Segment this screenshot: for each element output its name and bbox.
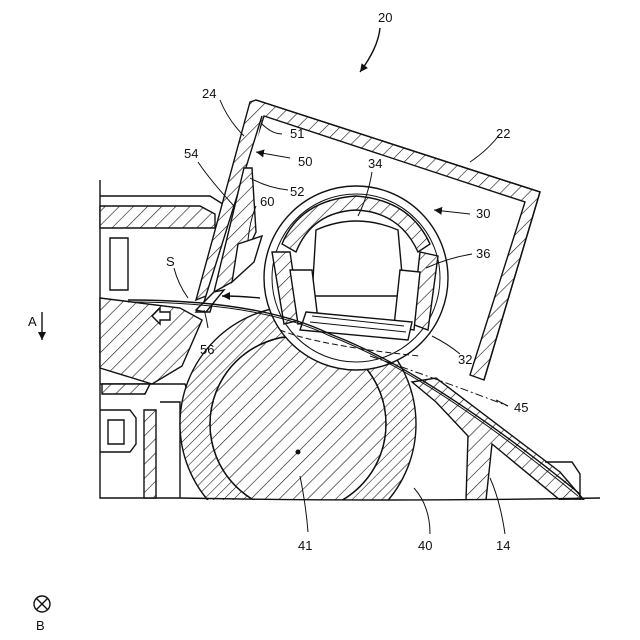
label-36: 36 [476, 246, 490, 261]
feed-arrow [222, 296, 260, 298]
label-14: 14 [496, 538, 510, 553]
label-24: 24 [202, 86, 216, 101]
label-20: 20 [378, 10, 392, 25]
label-30: 30 [476, 206, 490, 221]
label-51: 51 [290, 126, 304, 141]
label-20-arrow [360, 28, 380, 72]
block-34 [312, 221, 404, 296]
label-a: A [28, 314, 37, 329]
direction-b-symbol [34, 596, 50, 612]
platen-center-dot [296, 450, 301, 455]
label-22: 22 [496, 126, 510, 141]
label-56: 56 [200, 342, 214, 357]
guide-14 [412, 378, 584, 500]
label-45: 45 [514, 400, 528, 415]
frame-post [144, 410, 156, 498]
guide-14-body [412, 378, 584, 500]
label-60: 60 [260, 194, 274, 209]
roller-unit-30 [264, 186, 448, 370]
label-54: 54 [184, 146, 198, 161]
label-34: 34 [368, 156, 382, 171]
label-41: 41 [298, 538, 312, 553]
label-50: 50 [298, 154, 312, 169]
label-40: 40 [418, 538, 432, 553]
label-b: B [36, 618, 45, 633]
label-52: 52 [290, 184, 304, 199]
frame-upper-bar [100, 206, 215, 228]
label-s: S [166, 254, 175, 269]
frame-lower-strip [102, 384, 150, 394]
label-32: 32 [458, 352, 472, 367]
frame-upper-guide [100, 298, 202, 384]
